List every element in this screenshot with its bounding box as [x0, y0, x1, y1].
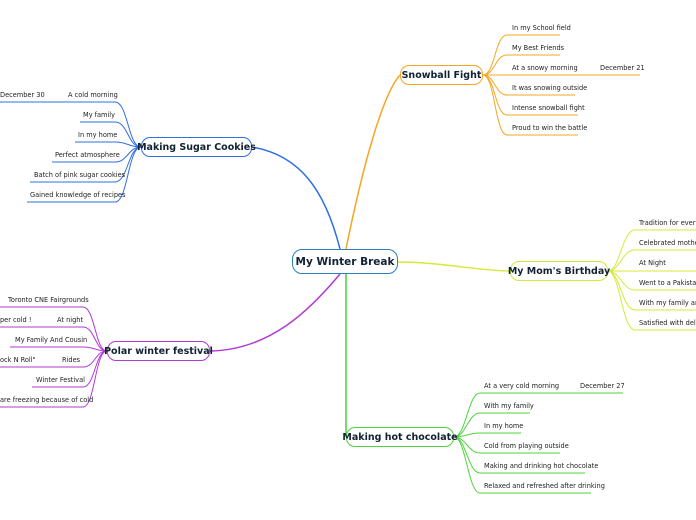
subtopic[interactable]: Proud to win the battle: [512, 124, 588, 132]
subtopic[interactable]: Cold from playing outside: [484, 442, 569, 450]
subtopic[interactable]: Satisfied with delicio: [639, 319, 696, 327]
festival-connectors: [0, 306, 108, 408]
connector-snowball: [345, 74, 401, 250]
subtopic[interactable]: Gained knowledge of recipes: [30, 191, 126, 199]
topic-sugar-cookies[interactable]: Making Sugar Cookies: [137, 137, 256, 157]
subtopic[interactable]: Went to a Pakistani R: [639, 279, 696, 287]
subtopic[interactable]: December 30: [0, 91, 45, 99]
subtopic[interactable]: Celebrated mother b: [639, 239, 696, 247]
subtopic[interactable]: My Best Friends: [512, 44, 565, 52]
topic-hot-chocolate[interactable]: Making hot chocolate: [342, 427, 458, 447]
subtopic[interactable]: Perfect atmosphere: [55, 151, 120, 159]
subtopic[interactable]: With my family and C: [639, 299, 696, 307]
subtopic[interactable]: In my home: [484, 422, 524, 430]
subtopic[interactable]: are freezing because of cold: [0, 396, 94, 404]
subtopic[interactable]: December 27: [580, 382, 625, 390]
subtopic[interactable]: My Family And Cousin: [15, 336, 88, 344]
topic-snowball-fight[interactable]: Snowball Fight: [400, 65, 483, 85]
subtopic[interactable]: Toronto CNE Fairgrounds: [8, 296, 89, 304]
snowball-connectors: [482, 34, 640, 136]
subtopic[interactable]: Tradition for every y: [639, 219, 696, 227]
cookies-connectors: [0, 101, 142, 203]
subtopic[interactable]: My family: [83, 111, 116, 119]
subtopic[interactable]: A cold morning: [68, 91, 118, 99]
connector-birthday: [397, 261, 511, 272]
subtopic[interactable]: In my School field: [512, 24, 571, 32]
subtopic[interactable]: per cold !: [0, 316, 32, 324]
subtopic[interactable]: Intense snowball fight: [512, 104, 585, 112]
birthday-connectors: [607, 229, 696, 331]
subtopic[interactable]: In my home: [78, 131, 118, 139]
subtopic[interactable]: Winter Festival: [36, 376, 85, 384]
connector-cookies: [251, 146, 341, 250]
subtopic[interactable]: At a very cold morning: [484, 382, 560, 390]
subtopic[interactable]: At Night: [639, 259, 666, 267]
connector-chocolate: [345, 274, 351, 438]
chocolate-connectors: [453, 392, 623, 494]
subtopic[interactable]: With my family: [484, 402, 534, 410]
central-topic[interactable]: My Winter Break: [292, 249, 398, 274]
subtopic[interactable]: Relaxed and refreshed after drinking: [484, 482, 605, 490]
subtopic[interactable]: Making and drinking hot chocolate: [484, 462, 599, 470]
subtopic[interactable]: Rides: [62, 356, 81, 364]
subtopic[interactable]: It was snowing outside: [512, 84, 588, 92]
subtopic[interactable]: Batch of pink sugar cookies: [34, 171, 126, 179]
topic-moms-birthday[interactable]: My Mom's Birthday: [508, 261, 610, 281]
connector-festival: [209, 273, 341, 352]
subtopic[interactable]: ock N Roll": [0, 356, 36, 364]
subtopic[interactable]: At a snowy morning: [512, 64, 578, 72]
subtopic[interactable]: December 21: [600, 64, 645, 72]
topic-winter-festival[interactable]: Polar winter festival: [104, 341, 213, 361]
subtopic[interactable]: At night: [57, 316, 84, 324]
